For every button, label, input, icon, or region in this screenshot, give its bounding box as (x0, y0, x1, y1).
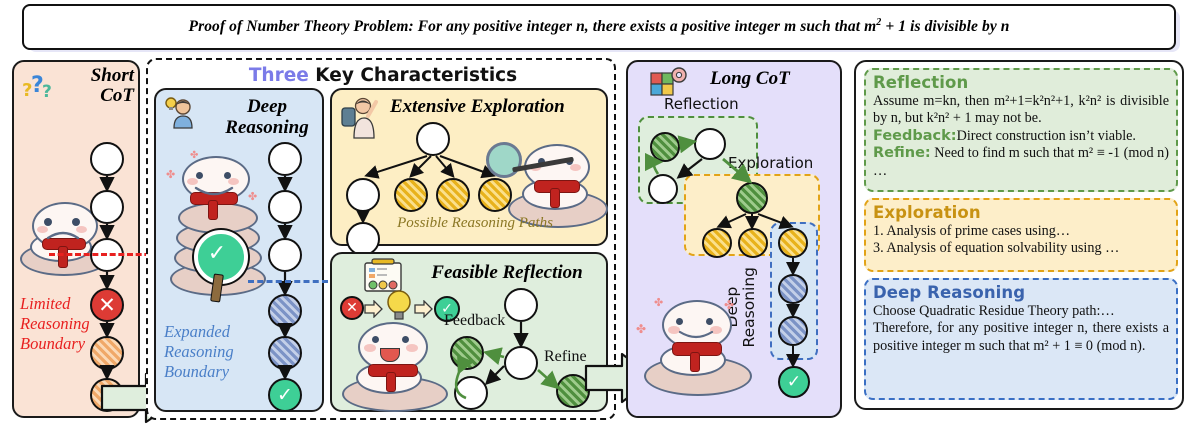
possible-paths-caption: Possible Reasoning Paths (397, 215, 553, 231)
node-white (504, 288, 538, 322)
node-path (738, 228, 768, 258)
node-path (436, 178, 470, 212)
snake-mascot-explorer (486, 134, 608, 230)
reflection-line-2: Feedback:Direct construction isn’t viabl… (873, 128, 1169, 145)
exploration-line-2: 3. Analysis of equation solvability usin… (873, 240, 1120, 257)
idea-person-icon (162, 96, 196, 133)
svg-text:?: ? (42, 82, 52, 102)
node-white (504, 346, 538, 380)
long-cot-title: Long CoT (710, 68, 790, 89)
expanded-boundary-label: Expanded Reasoning Boundary (164, 322, 234, 381)
arrow-right-icon (364, 300, 383, 318)
node-white (268, 142, 302, 176)
node-path (778, 228, 808, 258)
three-key-heading-accent: Three (248, 65, 309, 86)
extensive-exploration-panel: Extensive Exploration (330, 88, 608, 256)
long-cot-edges (644, 135, 800, 368)
title-prefix: Proof of Number Theory Problem: For any … (188, 18, 877, 36)
exploration-line-1: 1. Analysis of prime cases using… (873, 223, 1071, 239)
node-deep (778, 274, 808, 304)
node-failure-small: ✕ (340, 296, 364, 320)
extensive-exploration-title: Extensive Exploration (390, 96, 565, 117)
arrow-right-icon (414, 300, 433, 318)
node-deep (778, 316, 808, 346)
extensive-edges (356, 155, 496, 224)
snake-mascot-stacked: ✓ ✤ ✤ ✤ (164, 150, 266, 303)
check-icon: ✓ (786, 372, 802, 392)
short-cot-title: Short CoT (90, 65, 134, 106)
refine-label: Refine (544, 348, 587, 365)
snake-mascot-long: ✤ ✤ ✤ (636, 297, 752, 398)
three-key-heading-rest: Key Characteristics (308, 65, 518, 86)
puzzle-gear-icon (650, 66, 688, 103)
feasible-edges (454, 322, 560, 400)
check-icon: ✓ (277, 384, 293, 406)
title-text: Proof of Number Theory Problem: For any … (189, 17, 1010, 36)
node-path (478, 178, 512, 212)
node-success: ✓ (778, 366, 810, 398)
deep-reasoning-heading: Deep Reasoning (873, 283, 1026, 302)
node-path (702, 228, 732, 258)
feasible-reflection-panel: Feasible Reflection ✕ ✓ (330, 252, 608, 412)
node-success-small: ✓ (434, 296, 460, 322)
title-banner: Proof of Number Theory Problem: For any … (22, 4, 1176, 50)
feedback-label: Feedback (444, 312, 506, 329)
svg-text:?: ? (31, 73, 44, 98)
node-white (90, 142, 124, 176)
explanation-panel: Reflection Assume m=kn, then m²+1=k²n²+1… (854, 60, 1184, 410)
reflection-heading: Reflection (873, 73, 969, 92)
title-superscript: 2 (876, 17, 882, 29)
long-cot-panel: Long CoT Reflection Exploration Deep Rea… (626, 60, 842, 418)
region-reflection-label: Reflection (664, 95, 739, 113)
short-cot-header: ? ? ? Short CoT (20, 66, 138, 106)
node-exploration-root (736, 182, 768, 214)
checklist-icon (362, 258, 404, 295)
three-key-heading: Three Key Characteristics (148, 65, 618, 86)
exploration-heading: Exploration (873, 203, 981, 222)
lightbulb-icon (387, 290, 411, 320)
expanded-boundary-line (248, 280, 328, 283)
exploration-textbox: Exploration 1. Analysis of prime cases u… (864, 198, 1178, 272)
limited-boundary-line (49, 253, 159, 256)
refine-text: Need to find m such that m² ≡ -1 (mod n)… (873, 145, 1169, 179)
deep-reasoning-panel: Deep Reasoning ✓ ✤ ✤ ✤ (154, 88, 328, 412)
node-path (394, 178, 428, 212)
deep-reasoning-textbox: Deep Reasoning Choose Quadratic Residue … (864, 278, 1178, 400)
feedback-label: Feedback: (873, 127, 957, 144)
limited-boundary-label: Limited Reasoning Boundary (20, 294, 90, 353)
deep-reasoning-title: Deep Reasoning (225, 96, 309, 138)
check-icon: ✓ (441, 301, 453, 317)
feedback-text: Direct construction isn’t viable. (956, 127, 1136, 144)
node-white (648, 174, 678, 204)
reflection-line-3: Refine: Need to find m such that m² ≡ -1… (873, 145, 1169, 180)
deep-reasoning-line-1: Choose Quadratic Residue Theory path:… (873, 303, 1115, 319)
explorer-icon (340, 96, 380, 143)
reflection-line-1: Assume m=kn, then m²+1=k²n²+1, k²n² is d… (873, 93, 1169, 127)
node-refine (556, 374, 590, 408)
deep-reasoning-line-2: Therefore, for any positive integer n, t… (873, 320, 1169, 354)
cross-icon: ✕ (98, 293, 116, 317)
snake-mascot-happy (342, 320, 448, 412)
feasible-reflection-title: Feasible Reflection (431, 262, 583, 283)
node-root (416, 122, 450, 156)
short-cot-panel: ? ? ? Short CoT ✕ (12, 60, 159, 418)
svg-text:?: ? (22, 80, 32, 101)
cross-icon: ✕ (346, 300, 358, 316)
short-cot-edges (99, 176, 115, 381)
reflection-textbox: Reflection Assume m=kn, then m²+1=k²n²+1… (864, 68, 1178, 192)
title-suffix: + 1 is divisible by n (881, 18, 1010, 36)
question-marks-icon: ? ? ? (22, 72, 56, 107)
refine-label: Refine: (873, 145, 931, 162)
